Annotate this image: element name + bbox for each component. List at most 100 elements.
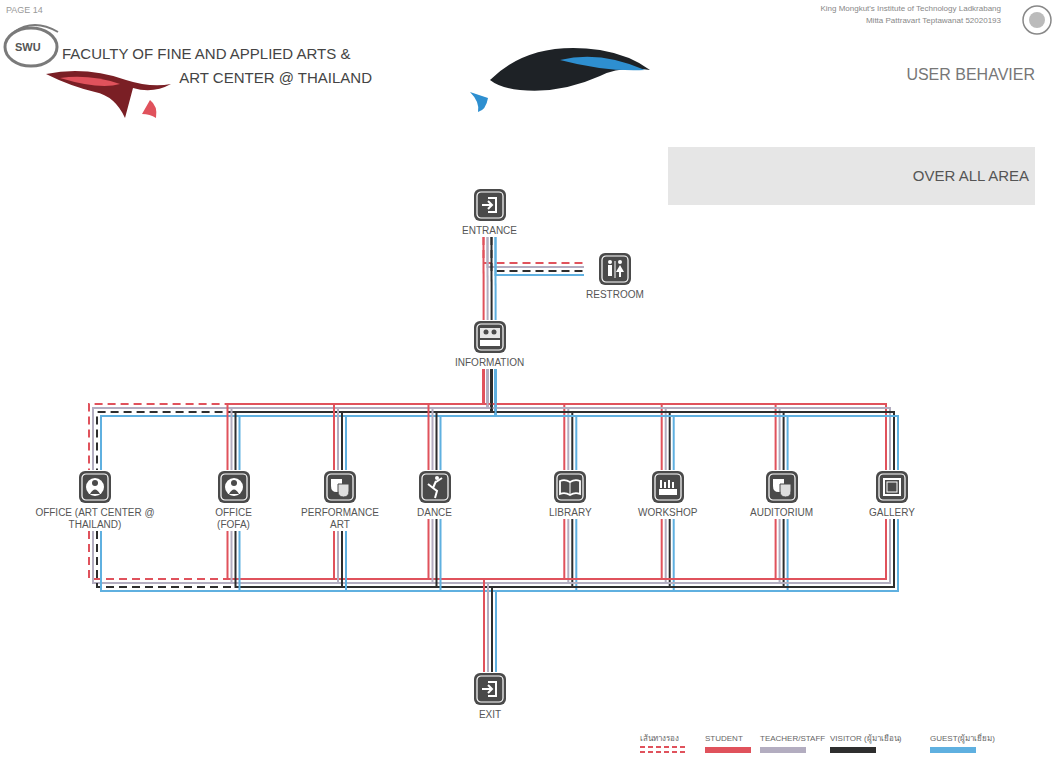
legend-text: GUEST(ผู้มาเยี่ยม) [930, 734, 995, 744]
heading-panel [668, 147, 1035, 205]
node-label: LIBRARY [549, 507, 592, 519]
connector-bundle [429, 369, 496, 470]
node-label: OFFICE (ART CENTER @ THAILAND) [20, 507, 170, 531]
connector-line [487, 237, 489, 320]
connector-line [338, 531, 488, 672]
connector-bundle [484, 369, 674, 470]
legend-text: STUDENT [705, 734, 751, 744]
connector-line [93, 369, 488, 470]
info-icon [473, 320, 507, 354]
connector-line [492, 369, 573, 470]
location-node: OFFICE (ART CENTER @ THAILAND) [18, 470, 172, 531]
mask-icon [323, 470, 357, 504]
door-icon [473, 188, 507, 222]
connector-line [484, 369, 662, 470]
node-label: EXIT [473, 709, 507, 721]
legend-swatch [760, 747, 806, 753]
connector-line [236, 531, 493, 672]
watermark-line: Mitta Pattravart Teptawanat 52020193 [866, 16, 1001, 25]
legend-text: TEACHER/STAFF [760, 734, 825, 744]
node-label: PERFORMANCE ART [300, 507, 380, 531]
connector-line [101, 369, 496, 470]
connector-line [484, 519, 662, 672]
connector-line [496, 369, 788, 470]
connector-line [342, 369, 492, 470]
connector-line [492, 519, 572, 672]
logo-swoosh [14, 25, 58, 32]
connector-line [496, 237, 585, 275]
connector-line [484, 519, 886, 672]
connector-line [228, 369, 484, 470]
connector-line [484, 519, 776, 672]
legend-item: GUEST(ผู้มาเยี่ยม) [930, 734, 995, 753]
wc-icon [598, 252, 632, 286]
book-icon [553, 470, 587, 504]
mask-icon [765, 470, 799, 504]
connector-line [488, 369, 569, 470]
red-fish-highlight [60, 77, 120, 86]
legend-item: เส้นทางรอง [640, 734, 686, 754]
connector-bundle [89, 369, 496, 470]
connector-line [492, 519, 894, 672]
node-label: OFFICE (FOFA) [211, 507, 256, 531]
connector-bundle [484, 369, 577, 470]
location-node: LIBRARY [547, 470, 594, 519]
connector-bundle [484, 519, 674, 672]
connector-line [334, 531, 484, 672]
connector-bundle [484, 519, 576, 672]
connector-bundle [484, 519, 788, 672]
connector-line [488, 369, 780, 470]
legend-text: เส้นทางรอง [640, 734, 686, 744]
legend-item: VISITOR (ผู้มาเยือน) [830, 734, 901, 753]
connector-bundle [484, 519, 898, 672]
node-label: INFORMATION [455, 357, 524, 369]
connector-line [89, 369, 484, 470]
connector-line [492, 369, 670, 470]
connector-line [228, 531, 485, 672]
connector-line [496, 369, 577, 470]
location-node: DANCE [415, 470, 454, 519]
connector-bundle [228, 369, 496, 470]
connector-line [492, 369, 894, 470]
node-label: GALLERY [869, 507, 915, 519]
connector-line [484, 237, 585, 263]
connector-line [488, 519, 890, 672]
blue-whale [490, 48, 650, 91]
connector-line [496, 519, 898, 672]
connector-line [496, 369, 898, 470]
legend-item: TEACHER/STAFF [760, 734, 825, 753]
connector-line [484, 369, 776, 470]
legend-swatch [705, 747, 751, 753]
connector-line [492, 519, 670, 672]
connector-line [89, 531, 484, 672]
connector-line [334, 369, 484, 470]
location-node: OFFICE (FOFA) [209, 470, 258, 531]
workshop-icon [651, 470, 685, 504]
seal [1023, 6, 1051, 34]
connector-bundle [484, 237, 585, 275]
seal-center [1029, 12, 1045, 28]
connector-bundle [484, 369, 788, 470]
connector-bundle [429, 519, 497, 672]
location-node: AUDITORIUM [748, 470, 815, 519]
connector-line [484, 369, 886, 470]
connector-line [240, 531, 497, 672]
connector-line [338, 369, 488, 470]
legend-item: STUDENT [705, 734, 751, 753]
door-icon [473, 672, 507, 706]
connector-line [483, 237, 485, 320]
connector-line [488, 519, 780, 672]
logo-ring [5, 28, 57, 66]
page-title: FACULTY OF FINE AND APPLIED ARTS & ART C… [62, 42, 372, 90]
legend-dashed-sample [640, 744, 686, 754]
connector-line [342, 531, 492, 672]
node-label: RESTROOM [586, 289, 644, 301]
connector-line [236, 369, 492, 470]
connector-line [346, 531, 496, 672]
connector-line [492, 237, 585, 271]
connector-line [496, 369, 674, 470]
node-label: ENTRANCE [462, 225, 517, 237]
frame-icon [875, 470, 909, 504]
